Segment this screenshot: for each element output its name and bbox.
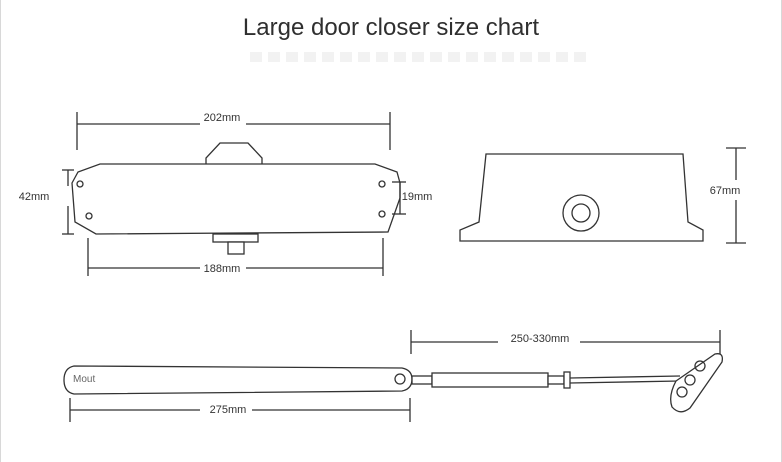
arm-text: Mout bbox=[73, 374, 95, 385]
mount-hole-top-right bbox=[378, 180, 386, 188]
mount-hole-bottom-right bbox=[378, 210, 386, 218]
spindle-shaft bbox=[227, 241, 245, 255]
bracket-hole-1 bbox=[694, 360, 706, 372]
label-275mm: 275mm bbox=[210, 404, 247, 416]
rod-top bbox=[569, 375, 681, 379]
tube-collar bbox=[547, 375, 565, 385]
closer-body bbox=[71, 163, 401, 235]
mount-hole-bottom-left bbox=[85, 212, 93, 220]
lock-nut bbox=[563, 371, 571, 389]
adjust-valve-top bbox=[205, 142, 263, 166]
main-arm bbox=[63, 365, 413, 395]
title-watermark bbox=[250, 52, 590, 62]
label-250-330mm: 250-330mm bbox=[511, 333, 570, 345]
rod-bottom bbox=[569, 380, 681, 384]
bracket-hole-3 bbox=[676, 386, 688, 398]
label-42mm: 42mm bbox=[19, 191, 50, 203]
left-border bbox=[0, 0, 1, 462]
label-67mm: 67mm bbox=[710, 185, 741, 197]
mount-hole-top-left bbox=[76, 180, 84, 188]
arm-connector bbox=[411, 375, 433, 385]
label-19mm: 19mm bbox=[402, 191, 433, 203]
adjust-tube bbox=[431, 372, 549, 388]
spindle-base bbox=[212, 233, 259, 243]
arm-pivot-hole bbox=[394, 373, 406, 385]
label-202mm: 202mm bbox=[204, 112, 241, 124]
front-view bbox=[62, 112, 406, 276]
bracket-hole-2 bbox=[684, 374, 696, 386]
arm-assembly bbox=[63, 330, 723, 422]
side-body bbox=[459, 153, 704, 242]
side-spindle-inner bbox=[571, 203, 591, 223]
chart-title: Large door closer size chart bbox=[242, 14, 540, 41]
label-188mm: 188mm bbox=[204, 263, 241, 275]
side-view bbox=[459, 147, 746, 244]
side-spindle-outer bbox=[562, 194, 600, 232]
